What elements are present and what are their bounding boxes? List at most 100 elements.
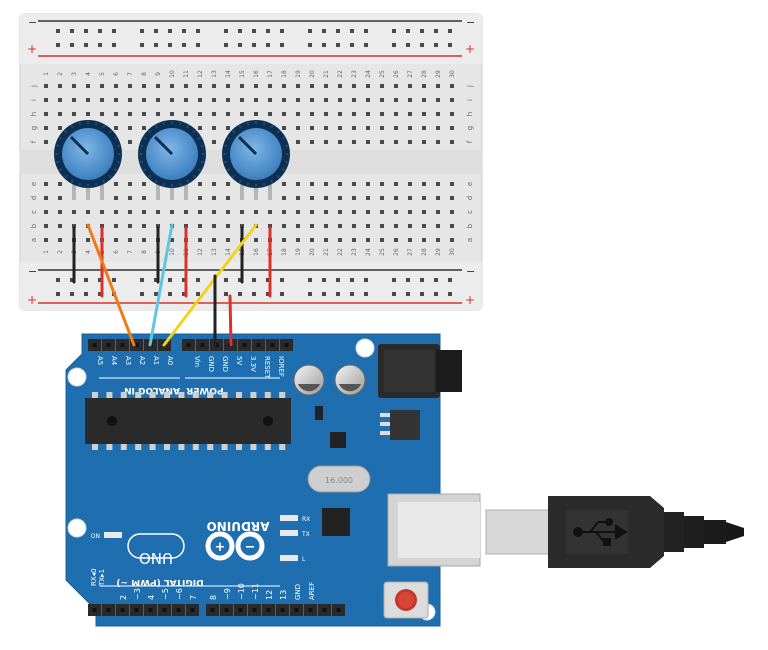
breadboard-hole [170,210,174,214]
rail-hole [434,292,438,296]
rail-hole [448,29,452,33]
voltage-regulator [380,410,420,440]
pot-tick [262,182,266,187]
breadboard-hole [268,98,272,102]
led-rx: RX [280,515,310,523]
rail-hole [70,43,74,47]
breadboard-hole [324,224,328,228]
reset-button[interactable] [383,581,429,619]
column-label-top: 25 [379,70,386,78]
chip-pin [149,444,156,450]
breadboard-hole [128,140,132,144]
breadboard-hole [114,224,118,228]
pot-tick [262,121,266,126]
pot-tick [186,124,190,129]
wire-orange-pot1-a2[interactable] [86,223,136,347]
digital-extra-label: GND [294,584,302,600]
chip-pin [120,392,127,398]
pot-tick [58,168,63,172]
wire-yellow-pot3-a0[interactable] [162,223,258,347]
column-label-top: 4 [85,72,92,76]
bottom-plus-label-right: + [465,293,475,307]
bottom-minus-label: − [28,265,37,278]
pin-socket [224,608,229,612]
breadboard-hole [282,182,286,186]
chip-pin [279,444,286,450]
rail-hole [336,278,340,282]
breadboard-hole [422,84,426,88]
breadboard-hole [254,84,258,88]
pot-leg [170,178,174,200]
breadboard-hole [198,238,202,242]
rail-hole [140,278,144,282]
analog-pin-label: A1 [152,356,160,365]
led-on-label: ON [91,533,100,540]
column-label-top: 6 [113,72,120,76]
breadboard-hole [226,182,230,186]
atmega-chip [85,392,291,450]
arduino-logo: ARDUINO + − UNO [127,519,269,567]
rail-hole [406,292,410,296]
analog-pin-label: A3 [124,356,132,365]
analog-header [88,339,171,351]
pot-tick [270,124,274,129]
dc-power-jack[interactable] [378,344,462,398]
chip-pin [135,444,142,450]
rail-hole [336,292,340,296]
wire-cyan-pot2-a1[interactable] [148,223,174,347]
breadboard-hole [44,182,48,186]
breadboard-hole [226,224,230,228]
breadboard-hole [436,210,440,214]
breadboard-hole [184,210,188,214]
led-on: ON [91,532,122,540]
column-label-top: 14 [225,70,232,78]
breadboard-hole [142,112,146,116]
chip-pin [149,392,156,398]
breadboard-hole [338,126,342,130]
pot-tick [147,129,152,134]
breadboard-hole [422,140,426,144]
pot-2[interactable] [138,120,206,200]
pot-1[interactable] [54,120,122,200]
pin-socket [106,343,111,347]
usb-cable[interactable] [485,496,744,568]
wire-red-5v[interactable] [228,294,233,347]
breadboard-hole [100,224,104,228]
breadboard-hole [184,98,188,102]
chip-pin [264,392,271,398]
rail-hole [98,43,102,47]
mounting-hole-1 [67,367,87,387]
rail-hole [392,43,396,47]
column-label-top: 30 [449,70,456,78]
pot-tick [197,136,202,140]
breadboard-hole [58,112,62,116]
row-label-left: a [30,238,38,242]
led-tx: TX [280,530,310,538]
column-label-bottom: 21 [323,248,330,256]
rail-hole [182,29,186,33]
breadboard-hole [380,112,384,116]
breadboard-hole [450,140,454,144]
pot-3[interactable] [222,120,290,200]
pin-socket [270,343,275,347]
usb-b-port[interactable] [387,493,481,567]
breadboard-hole [380,238,384,242]
breadboard-hole [338,210,342,214]
breadboard-hole [170,238,174,242]
breadboard-hole [142,182,146,186]
pot-tick [162,182,166,187]
breadboard-hole [352,112,356,116]
signal-wires [86,223,258,347]
breadboard-hole [436,126,440,130]
breadboard-hole [198,182,202,186]
breadboard-hole [436,140,440,144]
pin-socket [92,608,97,612]
pot-tick [70,124,74,129]
pot-tick [178,182,182,187]
rail-hole [434,278,438,282]
breadboard-hole [422,112,426,116]
breadboard-hole [58,182,62,186]
analog-pin-label: A4 [110,356,118,366]
